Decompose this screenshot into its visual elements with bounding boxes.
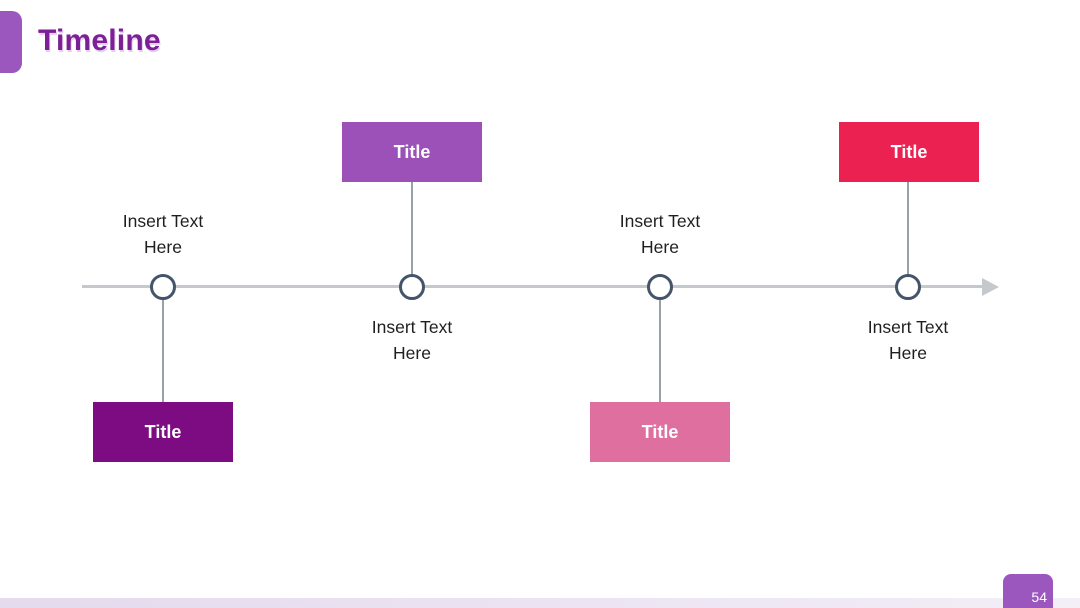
placeholder-line: Insert Text [619,211,701,231]
insert-text-placeholder[interactable]: Insert Text Here [575,208,745,260]
title-box-label: Title [144,421,182,442]
timeline-node-circle [895,274,921,300]
placeholder-line: Here [144,237,182,257]
title-box[interactable]: Title [590,402,730,462]
timeline-node-circle [647,274,673,300]
footer-strip [0,598,1080,608]
placeholder-line: Insert Text [371,317,453,337]
insert-text-placeholder[interactable]: Insert Text Here [78,208,248,260]
timeline-node-circle [399,274,425,300]
page-number: 54 [1031,589,1047,605]
insert-text-placeholder[interactable]: Insert Text Here [327,314,497,366]
title-box[interactable]: Title [342,122,482,182]
timeline-axis [82,285,983,288]
placeholder-line: Here [393,343,431,363]
title-box-label: Title [890,141,928,162]
placeholder-line: Here [889,343,927,363]
timeline-arrowhead-icon [982,278,999,296]
page-title: Timeline [38,24,161,57]
node-connector [162,297,164,403]
title-box-label: Title [393,141,431,162]
title-box-label: Title [641,421,679,442]
node-connector [411,182,413,275]
title-box[interactable]: Title [93,402,233,462]
title-box[interactable]: Title [839,122,979,182]
insert-text-placeholder[interactable]: Insert Text Here [823,314,993,366]
placeholder-line: Here [641,237,679,257]
timeline-node-circle [150,274,176,300]
title-accent-bar [0,11,22,73]
node-connector [907,182,909,275]
page-number-badge: 54 [1003,574,1053,608]
placeholder-line: Insert Text [122,211,204,231]
placeholder-line: Insert Text [867,317,949,337]
node-connector [659,297,661,403]
